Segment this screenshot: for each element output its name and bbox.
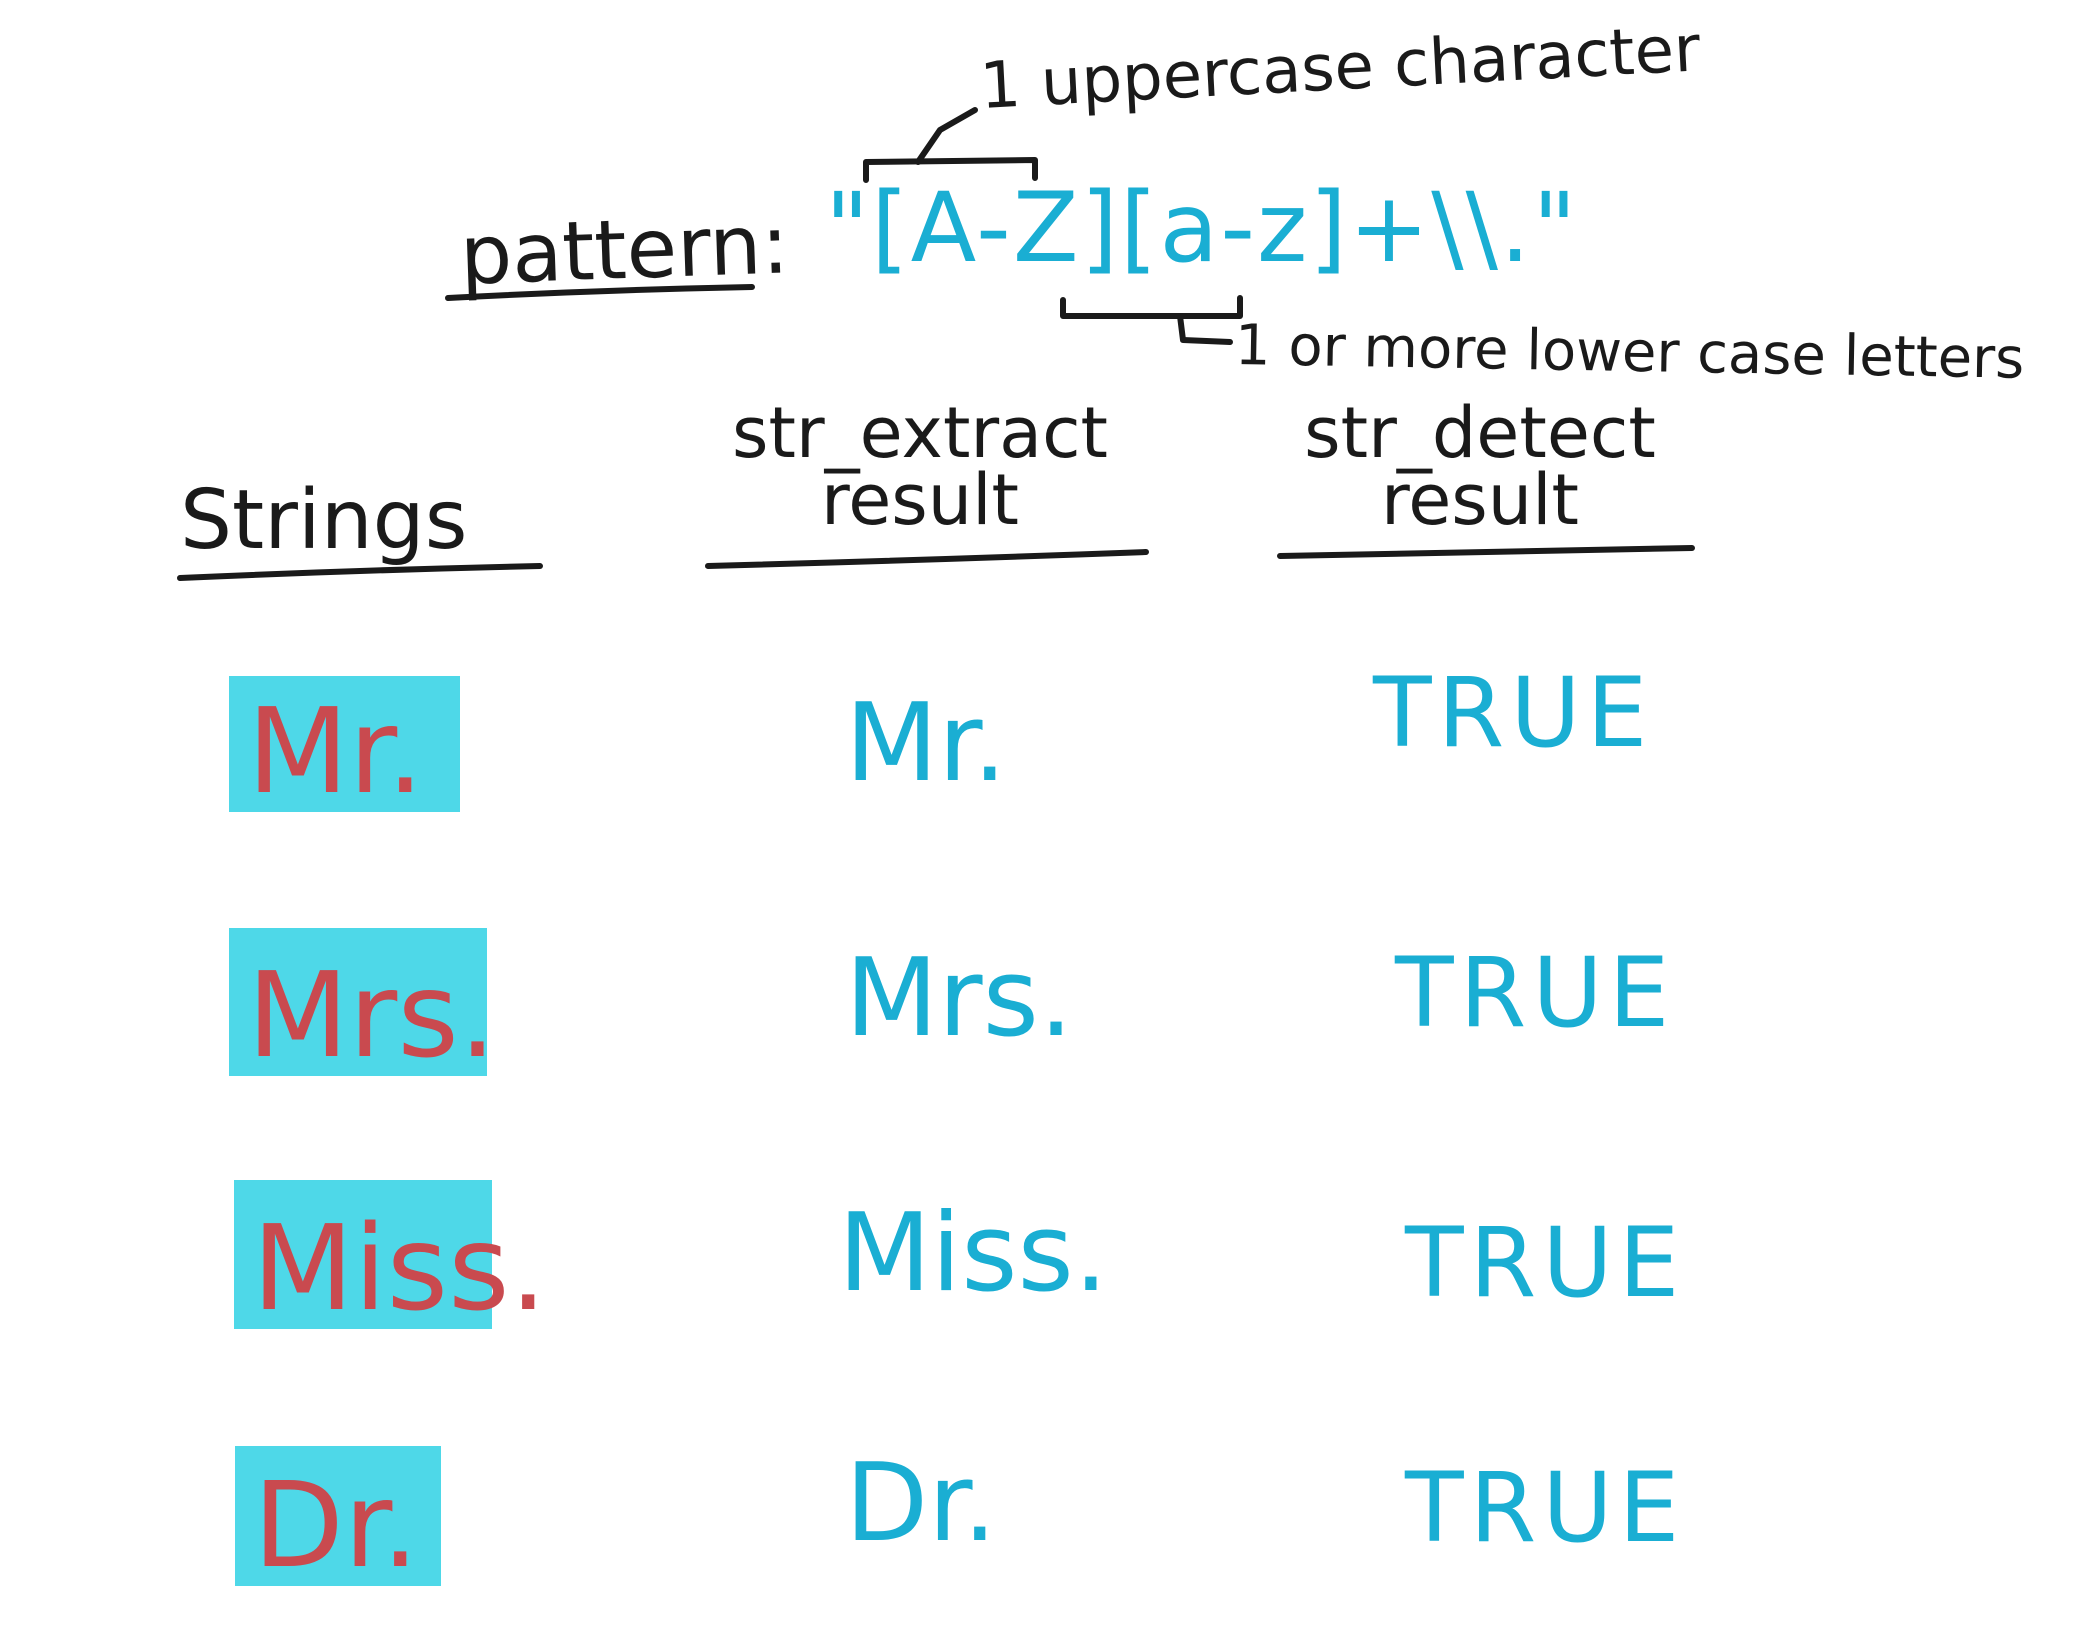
- string-cell: Mrs.: [229, 928, 496, 1076]
- upper-brace-tick: [915, 107, 978, 165]
- string-text: Mrs.: [247, 946, 497, 1084]
- extract-result: Mrs.: [845, 936, 1074, 1061]
- pattern-label: pattern:: [458, 197, 791, 304]
- detect-result: TRUE: [1395, 937, 1676, 1049]
- string-cell: Mr.: [229, 676, 460, 812]
- detect-result: TRUE: [1373, 657, 1654, 769]
- uppercase-annotation: 1 uppercase character: [978, 12, 1703, 124]
- pattern-value: "[A-Z][a-z]+\\.": [825, 172, 1579, 284]
- detect-header: str_detect result: [1304, 392, 1656, 541]
- detect-header-underline: [1277, 545, 1695, 559]
- strings-header: Strings: [180, 473, 468, 568]
- extract-header: str_extract result: [731, 392, 1108, 541]
- string-text: Miss.: [252, 1199, 548, 1337]
- detect-result: TRUE: [1405, 1207, 1686, 1319]
- string-cell: Miss.: [234, 1180, 547, 1329]
- lower-brace: [1060, 295, 1243, 319]
- lower-brace-tick: [1177, 313, 1233, 345]
- string-cell: Dr.: [235, 1446, 441, 1586]
- detect-result: TRUE: [1405, 1452, 1686, 1564]
- extract-header-underline: [705, 549, 1149, 569]
- extract-result: Mr.: [845, 681, 1007, 806]
- string-text: Mr.: [247, 682, 424, 820]
- string-text: Dr.: [253, 1456, 420, 1594]
- extract-result: Dr.: [845, 1441, 997, 1566]
- lowercase-annotation: 1 or more lower case letters: [1234, 313, 2025, 392]
- extract-result: Miss.: [838, 1191, 1109, 1316]
